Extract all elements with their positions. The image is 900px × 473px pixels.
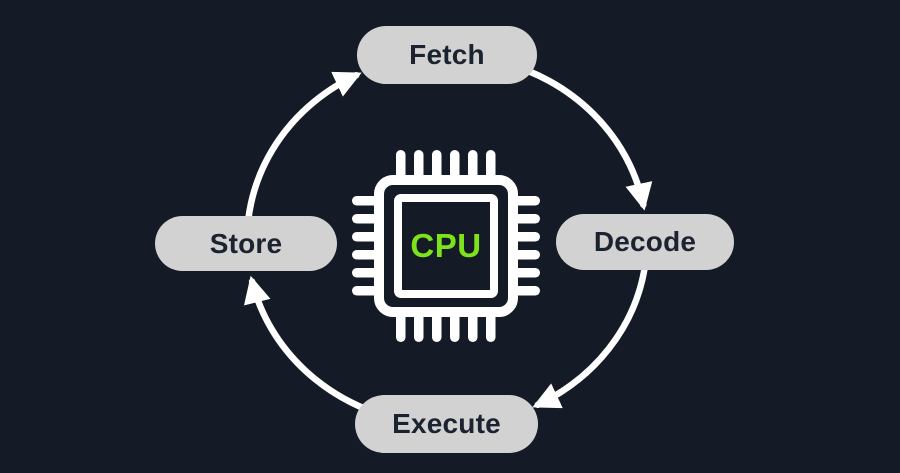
chip-inner-die — [394, 194, 498, 298]
chip-body — [374, 175, 518, 317]
node-execute-label: Execute — [392, 408, 501, 439]
cpu-center-label: CPU — [410, 227, 482, 264]
arrow-fetch-to-decode — [495, 58, 653, 211]
node-execute: Execute — [355, 395, 538, 453]
node-store: Store — [155, 216, 337, 271]
node-fetch-label: Fetch — [409, 39, 485, 70]
node-store-label: Store — [209, 227, 283, 259]
arrow-decode-to-execute — [532, 265, 648, 409]
microchip-icon — [352, 150, 540, 342]
node-fetch: Fetch — [357, 26, 537, 84]
node-decode-label: Decode — [593, 226, 697, 257]
node-decode: Decode — [556, 214, 734, 270]
